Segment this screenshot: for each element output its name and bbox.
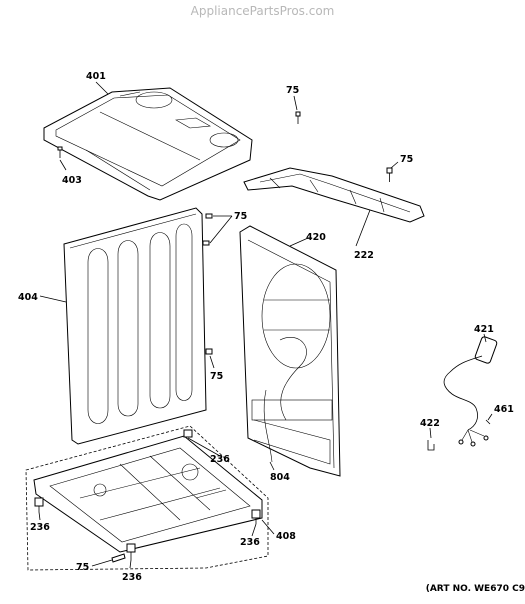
leader-lines — [38, 81, 493, 569]
clip-422 — [427, 440, 435, 451]
terminal-461 — [485, 419, 491, 425]
art-number: (ART NO. WE670 C9 — [425, 584, 525, 594]
foot-236-left — [34, 497, 44, 512]
callout-75-mid: 75 — [234, 211, 247, 222]
foot-236-mid — [183, 429, 193, 438]
foot-236-bottom — [126, 543, 136, 560]
side-panel-404 — [63, 207, 207, 445]
screw-75-right — [386, 167, 393, 182]
callout-236-left: 236 — [30, 522, 50, 533]
bracket-222 — [243, 167, 425, 223]
callout-75-lower: 75 — [210, 371, 223, 382]
callout-804: 804 — [270, 472, 290, 483]
callout-236-right: 236 — [240, 537, 260, 548]
callout-236-mid: 236 — [210, 454, 230, 465]
power-cord-421 — [443, 336, 498, 447]
callout-222: 222 — [354, 250, 374, 261]
harness-804 — [263, 389, 273, 463]
callout-461: 461 — [494, 404, 514, 415]
callout-236-bottom: 236 — [122, 572, 142, 583]
callout-420: 420 — [306, 232, 326, 243]
foot-236-right — [251, 509, 261, 524]
callout-401: 401 — [86, 71, 106, 82]
screw-75-top — [295, 111, 301, 124]
top-panel-401 — [43, 87, 253, 201]
rear-panel-420 — [239, 225, 341, 477]
callout-421: 421 — [474, 324, 494, 335]
callout-75-bottom: 75 — [76, 562, 89, 573]
callout-422: 422 — [420, 418, 440, 429]
callout-75-top: 75 — [286, 85, 299, 96]
callout-408: 408 — [276, 531, 296, 542]
callout-403: 403 — [62, 175, 82, 186]
watermark: AppliancePartsPros.com — [190, 4, 335, 18]
callout-404: 404 — [18, 292, 38, 303]
screw-75-bottom — [111, 553, 126, 563]
callout-75-right: 75 — [400, 154, 413, 165]
screw-403 — [57, 146, 63, 158]
base-408 — [25, 425, 269, 571]
screws-75-mid — [202, 213, 213, 355]
